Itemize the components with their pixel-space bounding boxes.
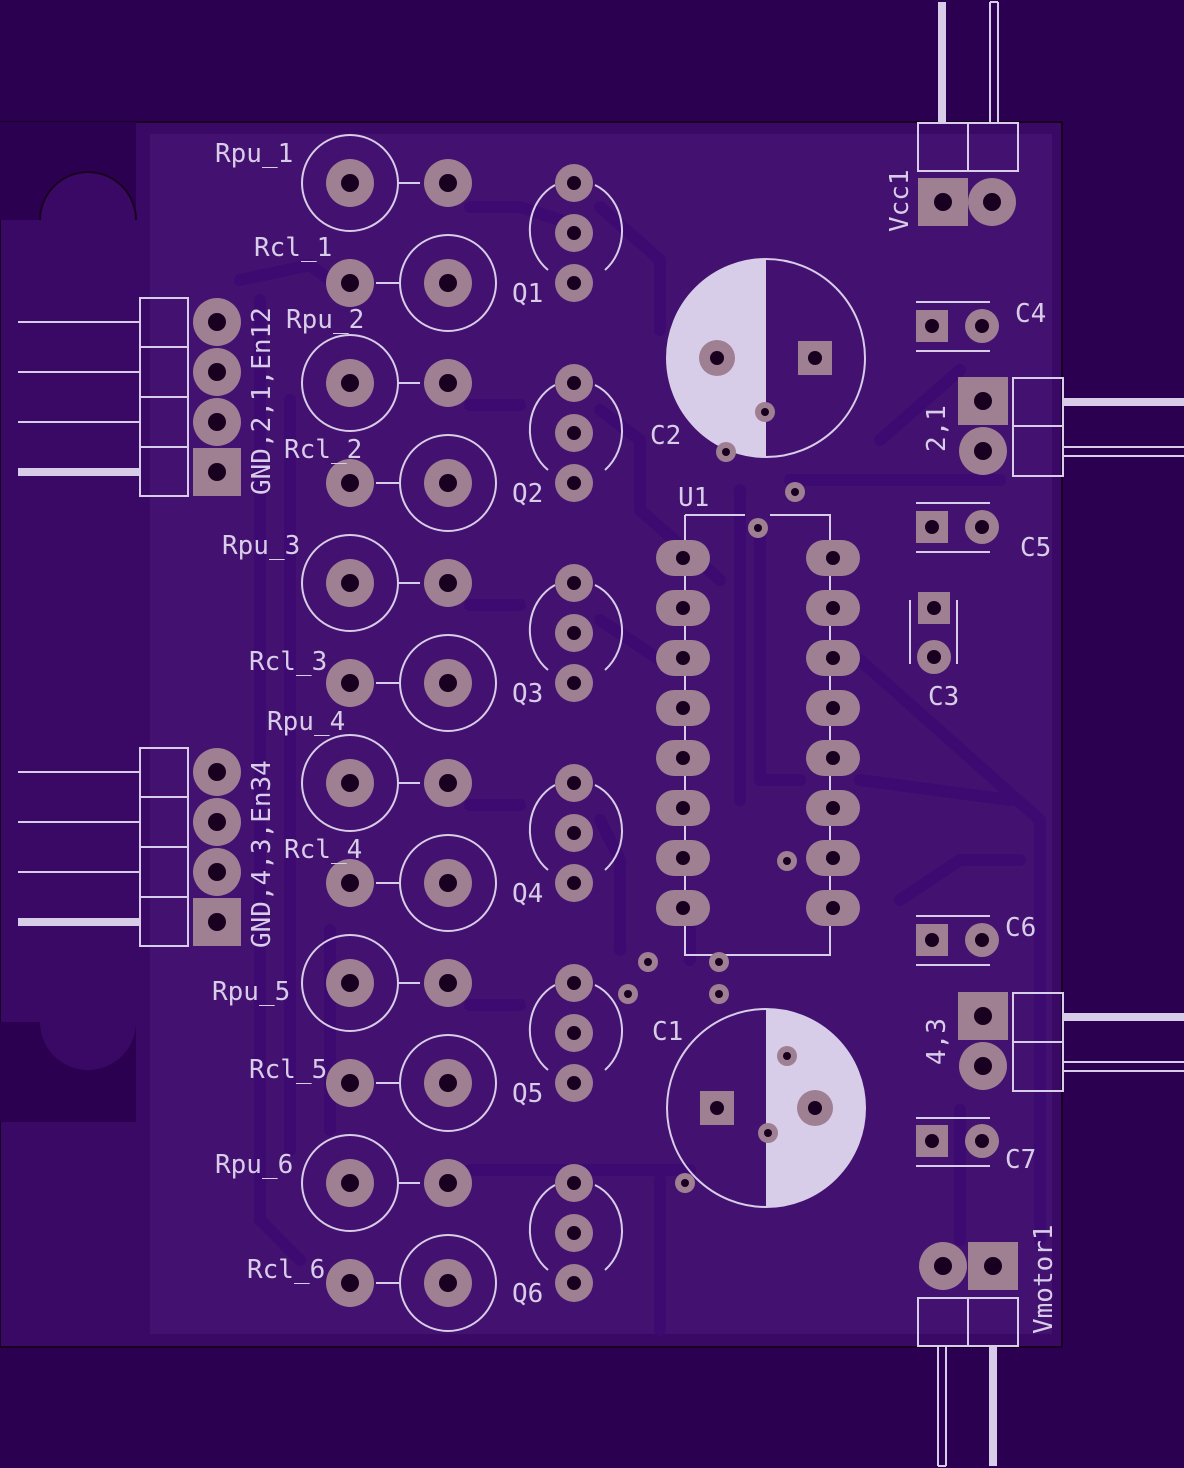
label-c6: C6: [1005, 913, 1036, 943]
capacitor-c5: [916, 502, 999, 553]
label-c1: C1: [652, 1017, 683, 1047]
label-hdr-en34: GND,4,3,En34: [247, 760, 277, 948]
slot-cutout-top: [0, 122, 136, 220]
label-c7: C7: [1005, 1145, 1036, 1175]
label-rpu-1: Rpu_1: [215, 139, 293, 169]
u1-pad-hole: [676, 801, 690, 815]
label-rcl-6: Rcl_6: [247, 1255, 325, 1285]
u1-pad-hole: [826, 801, 840, 815]
label-c4: C4: [1015, 299, 1046, 329]
via-hole: [791, 488, 799, 496]
u1-pad-hole: [676, 701, 690, 715]
label-c5: C5: [1020, 533, 1051, 563]
label-vmotor1: Vmotor1: [1029, 1224, 1059, 1334]
label-q6: Q6: [512, 1279, 543, 1309]
label-out-43: 4,3: [922, 1018, 952, 1065]
label-out-21: 2,1: [922, 405, 952, 452]
label-rpu-3: Rpu_3: [222, 531, 300, 561]
copper-pour: [150, 134, 1052, 1334]
stage-3: [301, 534, 624, 732]
label-q4: Q4: [512, 879, 543, 909]
label-q3: Q3: [512, 679, 543, 709]
stage-4: [301, 734, 624, 932]
u1-pad-hole: [826, 751, 840, 765]
via-hole: [783, 1052, 791, 1060]
label-u1: U1: [678, 483, 709, 513]
u1-pad-hole: [826, 901, 840, 915]
label-c2: C2: [650, 421, 681, 451]
u1-pad-hole: [826, 601, 840, 615]
label-rcl-5: Rcl_5: [249, 1055, 327, 1085]
label-rpu-5: Rpu_5: [212, 977, 290, 1007]
stage-1: [301, 134, 624, 332]
u1-pad-hole: [676, 901, 690, 915]
u1-pad-hole: [676, 751, 690, 765]
header-en12: [18, 297, 241, 497]
label-rcl-2: Rcl_2: [284, 435, 362, 465]
via-hole: [761, 408, 769, 416]
u1-pad-hole: [826, 701, 840, 715]
label-hdr-en12: GND,2,1,En12: [247, 307, 277, 495]
capacitor-c6: [916, 915, 999, 966]
label-rpu-4: Rpu_4: [267, 707, 345, 737]
stage-5: [301, 934, 624, 1132]
u1-pad-hole: [676, 851, 690, 865]
via-hole: [754, 524, 762, 532]
via-hole: [681, 1179, 689, 1187]
u1-pad-hole: [826, 651, 840, 665]
label-rcl-3: Rcl_3: [249, 647, 327, 677]
label-q2: Q2: [512, 479, 543, 509]
vias: [618, 402, 805, 1193]
connector-vmotor1: [917, 1242, 1019, 1467]
connector-out-21: [958, 377, 1184, 477]
slot-cutout-top-arc: [39, 170, 137, 221]
u1-pad-hole: [826, 851, 840, 865]
stage-2: [301, 334, 624, 532]
u1-pad-hole: [826, 551, 840, 565]
label-vcc1: Vcc1: [885, 169, 915, 232]
via-hole: [715, 958, 723, 966]
label-rcl-4: Rcl_4: [284, 835, 362, 865]
stage-6: [301, 1134, 624, 1332]
label-q1: Q1: [512, 279, 543, 309]
via-hole: [644, 958, 652, 966]
header-en34: [18, 747, 241, 947]
label-c3: C3: [928, 682, 959, 712]
ic-u1: [656, 514, 860, 956]
capacitor-c2: [666, 258, 866, 458]
via-hole: [783, 857, 791, 865]
u1-pad-hole: [676, 651, 690, 665]
slot-cutout-bottom: [0, 1022, 136, 1122]
via-hole: [764, 1129, 772, 1137]
connector-out-43: [958, 992, 1184, 1092]
connector-vcc1: [917, 1, 1019, 226]
capacitor-c4: [916, 301, 999, 352]
capacitor-c3: [909, 592, 958, 674]
label-q5: Q5: [512, 1079, 543, 1109]
capacitor-c7: [916, 1117, 999, 1167]
label-rpu-6: Rpu_6: [215, 1150, 293, 1180]
via-hole: [624, 990, 632, 998]
u1-pad-hole: [676, 601, 690, 615]
via-hole: [715, 990, 723, 998]
via-hole: [722, 448, 730, 456]
label-rcl-1: Rcl_1: [254, 233, 332, 263]
u1-pad-hole: [676, 551, 690, 565]
label-rpu-2: Rpu_2: [286, 305, 364, 335]
